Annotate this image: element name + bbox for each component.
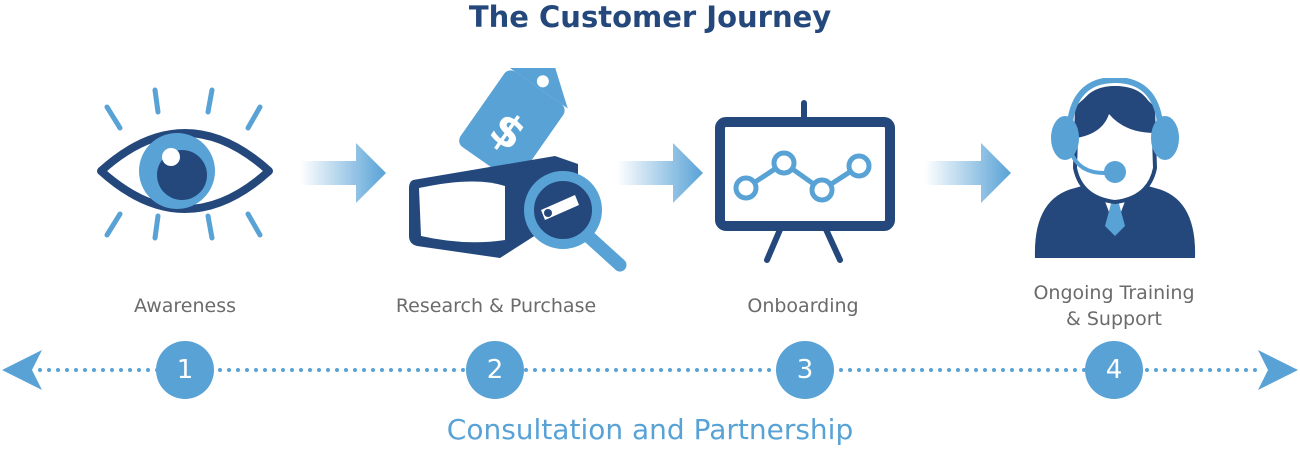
step-label-ongoing-training-line1: Ongoing Training: [1033, 282, 1195, 304]
step-label-ongoing-training-line2: & Support: [1066, 308, 1162, 330]
flow-arrow-1-to-2: [300, 143, 386, 203]
step-number-2: 2: [466, 341, 524, 399]
timeline-right-arrowhead: [1258, 350, 1298, 390]
step-label-onboarding: Onboarding: [747, 295, 859, 317]
step-number-3: 3: [776, 341, 834, 399]
product-price-search-icon: $: [409, 68, 627, 272]
step-label-research-purchase: Research & Purchase: [395, 295, 597, 317]
flow-arrow-2-to-3: [617, 143, 703, 203]
diagram-subtitle: Consultation and Partnership: [446, 413, 854, 446]
step-number-1: 1: [156, 341, 214, 399]
timeline-arrow: [2, 350, 1298, 390]
flow-arrow-3-to-4: [925, 143, 1011, 203]
timeline-left-arrowhead: [2, 350, 42, 390]
support-agent-headset-icon: [1034, 78, 1196, 258]
diagram-title: The Customer Journey: [468, 0, 832, 34]
step-number-4: 4: [1085, 341, 1143, 399]
presentation-board-icon: [715, 100, 895, 263]
eye-icon: [97, 87, 273, 241]
step-label-awareness: Awareness: [133, 295, 237, 317]
